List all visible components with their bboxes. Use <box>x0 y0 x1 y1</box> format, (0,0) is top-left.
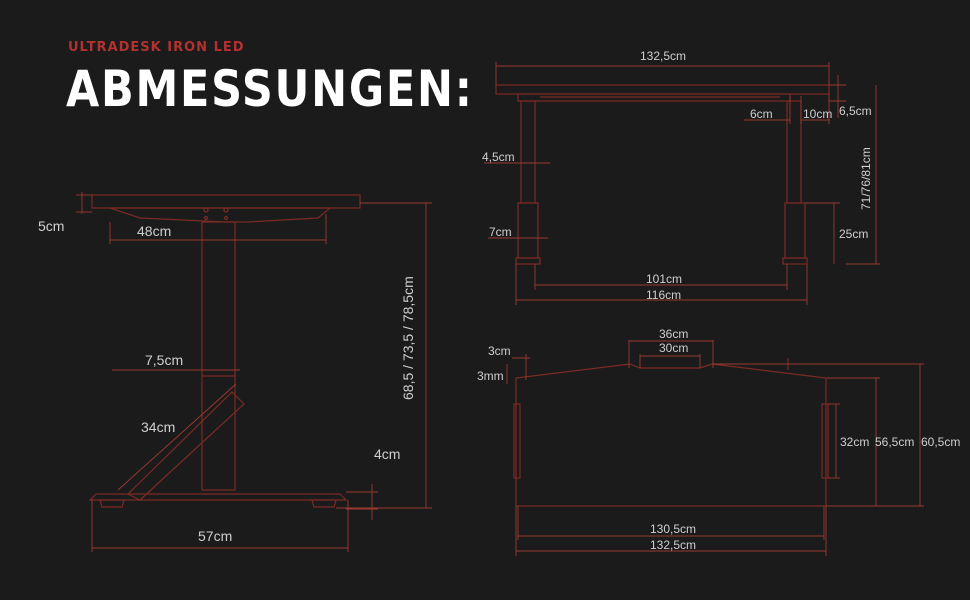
front-outer-offset: 10cm <box>803 107 832 121</box>
side-desktop <box>91 194 361 209</box>
side-top-thickness: 5cm <box>38 218 64 234</box>
brand-label: ULTRADESK IRON LED <box>68 40 245 55</box>
top-view-drawing: 36cm 30cm 3cm 3mm 32cm 56,5cm 60,5cm 130… <box>477 327 960 556</box>
front-total-height: 71/76/81cm <box>859 147 873 210</box>
front-right-lower-leg <box>784 202 806 259</box>
front-leg-width: 4,5cm <box>482 150 515 164</box>
front-lower-leg: 25cm <box>839 227 868 241</box>
side-view-drawing: 5cm 48cm 7,5cm 34cm 4cm 57cm 68,5 / 73,5… <box>38 192 432 552</box>
side-frame-depth: 48cm <box>137 223 171 239</box>
front-top-thickness: 6,5cm <box>839 104 872 118</box>
side-column <box>201 221 236 491</box>
top-desk-outline <box>515 363 827 507</box>
front-desktop <box>495 84 830 95</box>
front-left-upper-leg <box>520 100 536 204</box>
front-right-upper-leg <box>786 100 802 204</box>
side-brace <box>126 391 245 501</box>
front-inner-offset: 6cm <box>750 107 773 121</box>
top-edge-inset: 3cm <box>488 344 511 358</box>
front-inner-span: 101cm <box>646 272 682 286</box>
top-notch-outer: 36cm <box>659 327 688 341</box>
front-outer-span: 116cm <box>646 288 681 302</box>
side-foot-height: 4cm <box>374 446 400 462</box>
top-total-width: 132,5cm <box>650 538 696 552</box>
side-brace-length: 34cm <box>141 419 175 435</box>
side-foot-length: 57cm <box>198 528 232 544</box>
front-foot-width: 7cm <box>489 225 512 239</box>
top-notch-inner: 30cm <box>659 341 688 355</box>
front-top-width: 132,5cm <box>640 49 686 63</box>
front-view-drawing: 132,5cm 4,5cm 6cm 10cm 6,5cm 71/76/81cm … <box>482 49 880 305</box>
top-inner-width: 130,5cm <box>650 522 696 536</box>
top-edge-drop: 3mm <box>477 369 504 383</box>
front-left-lower-leg <box>517 202 539 259</box>
top-side-depth: 56,5cm <box>875 435 914 449</box>
side-height-range: 68,5 / 73,5 / 78,5cm <box>400 276 416 400</box>
side-foot <box>88 493 348 501</box>
top-total-depth: 60,5cm <box>921 435 960 449</box>
top-slot-height: 32cm <box>840 435 869 449</box>
side-column-width: 7,5cm <box>145 352 183 368</box>
side-frame <box>109 207 332 223</box>
page-title: ABMESSUNGEN: <box>66 60 474 118</box>
